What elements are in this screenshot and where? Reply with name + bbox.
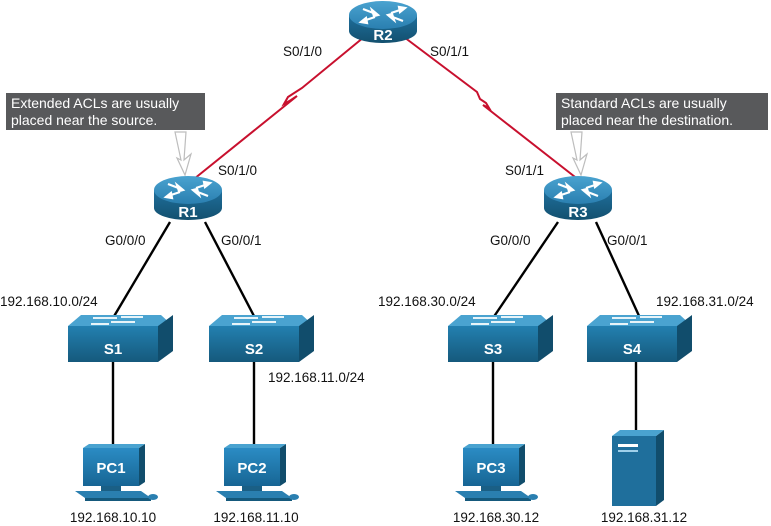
router-label-r2: R2 bbox=[373, 27, 392, 44]
host-address-label: 192.168.10.10 bbox=[70, 510, 156, 525]
switch-s3[interactable]: S3 bbox=[448, 315, 553, 362]
network-label: 192.168.30.0/24 bbox=[378, 294, 476, 309]
serial-link-r2-r1 bbox=[188, 27, 376, 184]
switch-label-s1: S1 bbox=[104, 341, 122, 358]
switch-icon bbox=[587, 315, 692, 362]
interface-label: S0/1/0 bbox=[283, 44, 322, 59]
pc-pc2[interactable]: PC2 bbox=[216, 444, 299, 501]
interface-label: S0/1/0 bbox=[218, 163, 257, 178]
router-icon bbox=[349, 1, 417, 43]
callout-extended-acl: Extended ACLs are usually placed near th… bbox=[6, 93, 205, 177]
server-icon bbox=[612, 430, 664, 506]
callout-standard-line2: placed near the destination. bbox=[561, 112, 733, 128]
router-r3[interactable]: R3 bbox=[544, 176, 612, 221]
network-label: 192.168.10.0/24 bbox=[0, 294, 98, 309]
interface-label: S0/1/1 bbox=[430, 44, 469, 59]
ethernet-links bbox=[111, 221, 642, 452]
host-address-labels: 192.168.10.10 192.168.11.10 192.168.30.1… bbox=[70, 510, 687, 525]
pc-label-pc2: PC2 bbox=[237, 460, 266, 477]
callout-standard-acl: Standard ACLs are usually placed near th… bbox=[556, 93, 768, 177]
switch-icon bbox=[209, 315, 314, 362]
callout-extended-line2: placed near the source. bbox=[11, 112, 157, 128]
switch-s1[interactable]: S1 bbox=[68, 315, 173, 362]
switch-icon bbox=[448, 315, 553, 362]
callout-pointer-icon bbox=[570, 131, 589, 177]
host-address-label: 192.168.31.12 bbox=[601, 510, 687, 525]
link-r1-s2 bbox=[203, 221, 257, 319]
switch-s2[interactable]: S2 bbox=[209, 315, 314, 362]
pc-icon bbox=[455, 444, 538, 501]
router-r2[interactable]: R2 bbox=[349, 1, 417, 44]
server-host[interactable] bbox=[612, 430, 664, 506]
router-icon bbox=[154, 176, 222, 220]
pc-pc1[interactable]: PC1 bbox=[75, 444, 158, 501]
host-address-label: 192.168.11.10 bbox=[213, 510, 298, 525]
switch-label-s4: S4 bbox=[623, 341, 642, 358]
router-icon bbox=[544, 176, 612, 220]
interface-label: G0/0/0 bbox=[105, 233, 146, 248]
callout-standard-line1: Standard ACLs are usually bbox=[561, 95, 727, 111]
router-label-r1: R1 bbox=[178, 204, 197, 221]
interface-label: G0/0/1 bbox=[221, 233, 262, 248]
link-r3-s3 bbox=[492, 221, 559, 319]
switch-label-s3: S3 bbox=[484, 341, 502, 358]
pc-label-pc3: PC3 bbox=[476, 460, 505, 477]
interface-label: S0/1/1 bbox=[505, 163, 544, 178]
switch-s4[interactable]: S4 bbox=[587, 315, 692, 362]
network-labels: 192.168.10.0/24 192.168.11.0/24 192.168.… bbox=[0, 294, 754, 385]
callout-pointer-icon bbox=[174, 131, 193, 177]
pc-icon bbox=[75, 444, 158, 501]
callout-extended-line1: Extended ACLs are usually bbox=[11, 95, 179, 111]
interface-label: G0/0/0 bbox=[490, 233, 531, 248]
switch-icon bbox=[68, 315, 173, 362]
host-address-label: 192.168.30.12 bbox=[453, 510, 539, 525]
pc-icon bbox=[216, 444, 299, 501]
link-r1-s1 bbox=[111, 221, 172, 319]
network-label: 192.168.31.0/24 bbox=[656, 294, 754, 309]
interface-label: G0/0/1 bbox=[607, 233, 648, 248]
interface-labels: S0/1/0 S0/1/1 S0/1/0 S0/1/1 G0/0/0 G0/0/… bbox=[105, 44, 648, 248]
pc-pc3[interactable]: PC3 bbox=[455, 444, 538, 501]
router-label-r3: R3 bbox=[568, 204, 587, 221]
link-r3-s4 bbox=[594, 221, 642, 319]
network-label: 192.168.11.0/24 bbox=[268, 370, 365, 385]
serial-links bbox=[188, 27, 585, 185]
pc-label-pc1: PC1 bbox=[96, 460, 125, 477]
router-r1[interactable]: R1 bbox=[154, 176, 222, 221]
switch-label-s2: S2 bbox=[245, 341, 263, 358]
serial-link-r2-r3 bbox=[391, 27, 585, 185]
